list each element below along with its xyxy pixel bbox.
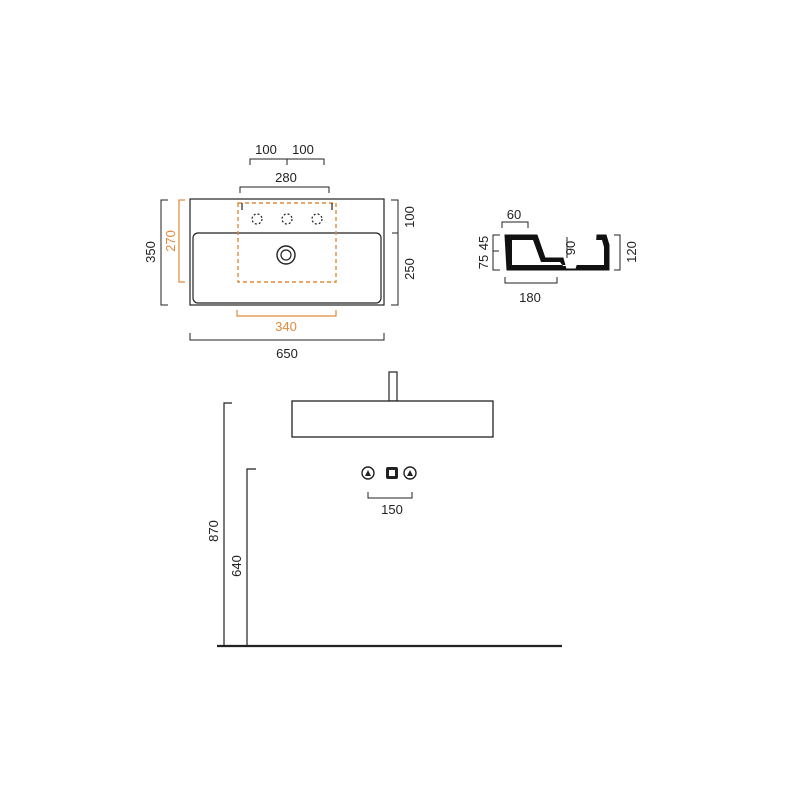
dim-top-thickness: 45 [476, 236, 491, 250]
dim-valve-spacing: 150 [381, 502, 403, 517]
dim-valve-spacing-line [367, 492, 413, 499]
dim-inner-height: 75 [476, 255, 491, 269]
dim-basin-depth: 270 [163, 230, 178, 252]
front-elevation [291, 371, 494, 480]
dim-tap-span: 280 [275, 170, 297, 185]
tap-hole-center-icon [281, 213, 293, 225]
dim-basin-width-line [236, 310, 337, 317]
dim-wall-thickness: 60 [507, 207, 521, 222]
dim-bowl-depth: 250 [402, 258, 417, 280]
elevation-basin [291, 400, 494, 438]
dim-basin-depth-line [178, 199, 185, 283]
dim-total-height: 120 [624, 241, 639, 263]
dim-depth: 350 [143, 241, 158, 263]
section-bowl-void [512, 240, 604, 266]
dim-rear-deck: 100 [402, 206, 417, 228]
top-view [189, 198, 385, 306]
dim-trap-height-line [246, 468, 256, 645]
dim-tap-spacing-right: 100 [292, 142, 314, 157]
dim-total-height-line [614, 234, 621, 271]
dim-trap-height: 640 [229, 555, 244, 577]
drain-outer-icon [276, 245, 296, 265]
dim-width-line [189, 333, 385, 341]
dim-section-width: 180 [519, 290, 541, 305]
dim-section-width-line [504, 277, 558, 284]
basin-outline [189, 198, 385, 306]
tap-hole-right-icon [311, 213, 323, 225]
dim-left-heights-line [492, 234, 500, 271]
side-section [504, 234, 610, 271]
dim-depth-line [160, 199, 168, 306]
dim-rim-height-line [223, 402, 232, 645]
faucet-icon [388, 371, 398, 402]
dim-tap-spacing [249, 158, 325, 165]
dim-basin-width: 340 [275, 319, 297, 334]
basin-area-dashed [237, 202, 337, 283]
drain-inner-icon [280, 249, 292, 261]
dim-bowl-height: 90 [563, 241, 578, 255]
dim-right-depths [391, 199, 399, 306]
dim-tap-spacing-left: 100 [255, 142, 277, 157]
bowl-outline [192, 232, 382, 304]
dim-tap-span-line [239, 186, 330, 193]
dim-width: 650 [276, 346, 298, 361]
dim-rim-height: 870 [206, 520, 221, 542]
tap-hole-left-icon [251, 213, 263, 225]
dim-wall-thickness-line [501, 221, 529, 228]
